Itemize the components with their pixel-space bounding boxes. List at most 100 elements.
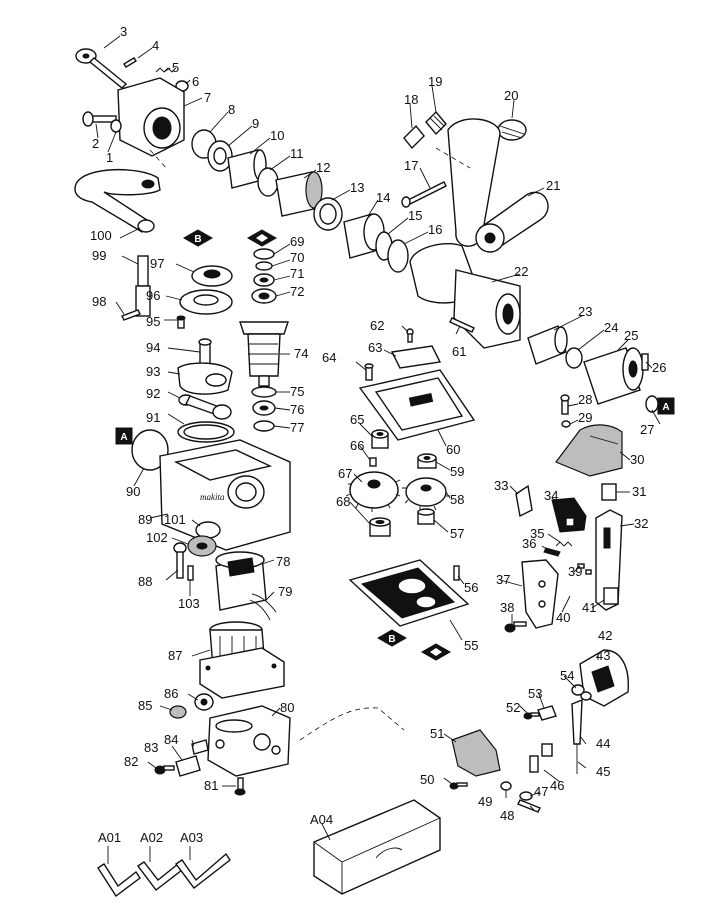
callout-45: 45	[596, 764, 610, 779]
part-61-bolt	[449, 317, 475, 333]
callout-37: 37	[496, 572, 510, 587]
callout-55: 55	[464, 638, 478, 653]
callout-81: 81	[204, 778, 218, 793]
callout-44: 44	[596, 736, 610, 751]
callout-57: 57	[450, 526, 464, 541]
callout-80: 80	[280, 700, 294, 715]
part-39-spring-pin	[577, 563, 592, 575]
part-53-clamp	[537, 705, 557, 721]
part-9-bearing	[207, 140, 233, 172]
part-78-field	[215, 551, 267, 611]
part-41-grip-cap	[603, 587, 619, 605]
callout-99: 99	[92, 248, 106, 263]
callout-97: 97	[150, 256, 164, 271]
callout-65: 65	[350, 412, 364, 427]
callout-74: 74	[294, 346, 308, 361]
callout-86: 86	[164, 686, 178, 701]
part-76-bearing	[252, 400, 276, 416]
part-30-front-cover	[555, 424, 623, 477]
part-89-gear-housing: makita	[159, 439, 291, 551]
part-66-key	[369, 457, 377, 467]
part-16-o-ring	[387, 239, 409, 273]
callout-102: 102	[146, 530, 168, 545]
part-58-gear	[402, 477, 450, 511]
callout-23: 23	[578, 304, 592, 319]
callout-a04: A04	[310, 812, 333, 827]
callout-62: 62	[370, 318, 384, 333]
callout-8: 8	[228, 102, 235, 117]
callout-98: 98	[92, 294, 106, 309]
part-12-sleeve	[275, 171, 323, 217]
callout-101: 101	[164, 512, 186, 527]
part-90-o-ring	[131, 429, 169, 471]
part-7-front-housing	[117, 77, 185, 157]
callout-33: 33	[494, 478, 508, 493]
part-46-capacitor	[529, 743, 553, 773]
callout-87: 87	[168, 648, 182, 663]
callout-100: 100	[90, 228, 112, 243]
part-18-clamp-block	[403, 124, 425, 150]
part-29-washer	[561, 420, 571, 428]
callout-82: 82	[124, 754, 138, 769]
part-49-washer	[500, 781, 512, 791]
callout-69: 69	[290, 234, 304, 249]
callout-94: 94	[146, 340, 160, 355]
part-34-brush-holder	[551, 497, 587, 533]
callout-61: 61	[452, 344, 466, 359]
part-59-bearing	[417, 453, 437, 469]
part-13-ring	[313, 197, 343, 231]
callout-29: 29	[578, 410, 592, 425]
callout-34: 34	[544, 488, 558, 503]
callout-3: 3	[120, 24, 127, 39]
part-21-side-handle	[447, 118, 549, 254]
part-102-bearing	[187, 535, 217, 557]
part-68-bearing	[369, 517, 391, 537]
callout-5: 5	[172, 60, 179, 75]
badge-a-2: A	[657, 397, 675, 415]
callout-53: 53	[528, 686, 542, 701]
part-94-crank-shaft	[198, 338, 212, 365]
callout-15: 15	[408, 208, 422, 223]
part-31-grip-cap	[601, 483, 617, 501]
part-83-cord-clamp	[175, 755, 201, 777]
part-38-screw	[504, 621, 527, 633]
callout-39: 39	[568, 564, 582, 579]
callout-13: 13	[350, 180, 364, 195]
part-57-bearing	[417, 508, 435, 525]
part-93-crank	[177, 362, 233, 395]
callout-a02: A02	[140, 830, 163, 845]
part-48-screw	[517, 799, 541, 813]
badge-b-1: B	[182, 229, 214, 247]
callout-35: 35	[530, 526, 544, 541]
callout-17: 17	[404, 158, 418, 173]
callout-89: 89	[138, 512, 152, 527]
part-27-ring	[645, 395, 659, 413]
part-47-plug	[519, 791, 533, 801]
part-64-screw	[364, 363, 374, 381]
part-52-screw	[523, 712, 540, 720]
callout-32: 32	[634, 516, 648, 531]
callout-46: 46	[550, 778, 564, 793]
callout-95: 95	[146, 314, 160, 329]
callout-49: 49	[478, 794, 492, 809]
part-43-switch-housing	[579, 649, 629, 707]
part-72-bearing	[251, 288, 277, 304]
callout-31: 31	[632, 484, 646, 499]
housing-brand-text: makita	[200, 492, 225, 502]
part-50-screw	[449, 782, 468, 790]
callout-59: 59	[450, 464, 464, 479]
part-4-pin	[123, 57, 137, 68]
callout-24: 24	[604, 320, 618, 335]
part-98-pin	[121, 309, 141, 321]
callout-75: 75	[290, 384, 304, 399]
callout-58: 58	[450, 492, 464, 507]
callout-103: 103	[178, 596, 200, 611]
callout-numbers: 3 4 5 6 7 2 1 8 9 10 11 12 13 14 15 16 1…	[90, 24, 666, 845]
part-a04-case	[313, 799, 441, 895]
callout-43: 43	[596, 648, 610, 663]
part-a01-hex-wrench	[97, 863, 141, 898]
part-67-gear	[345, 471, 401, 512]
badge-a-1: A	[115, 427, 133, 445]
part-23-piston	[527, 325, 568, 365]
part-24-o-ring	[565, 347, 583, 369]
